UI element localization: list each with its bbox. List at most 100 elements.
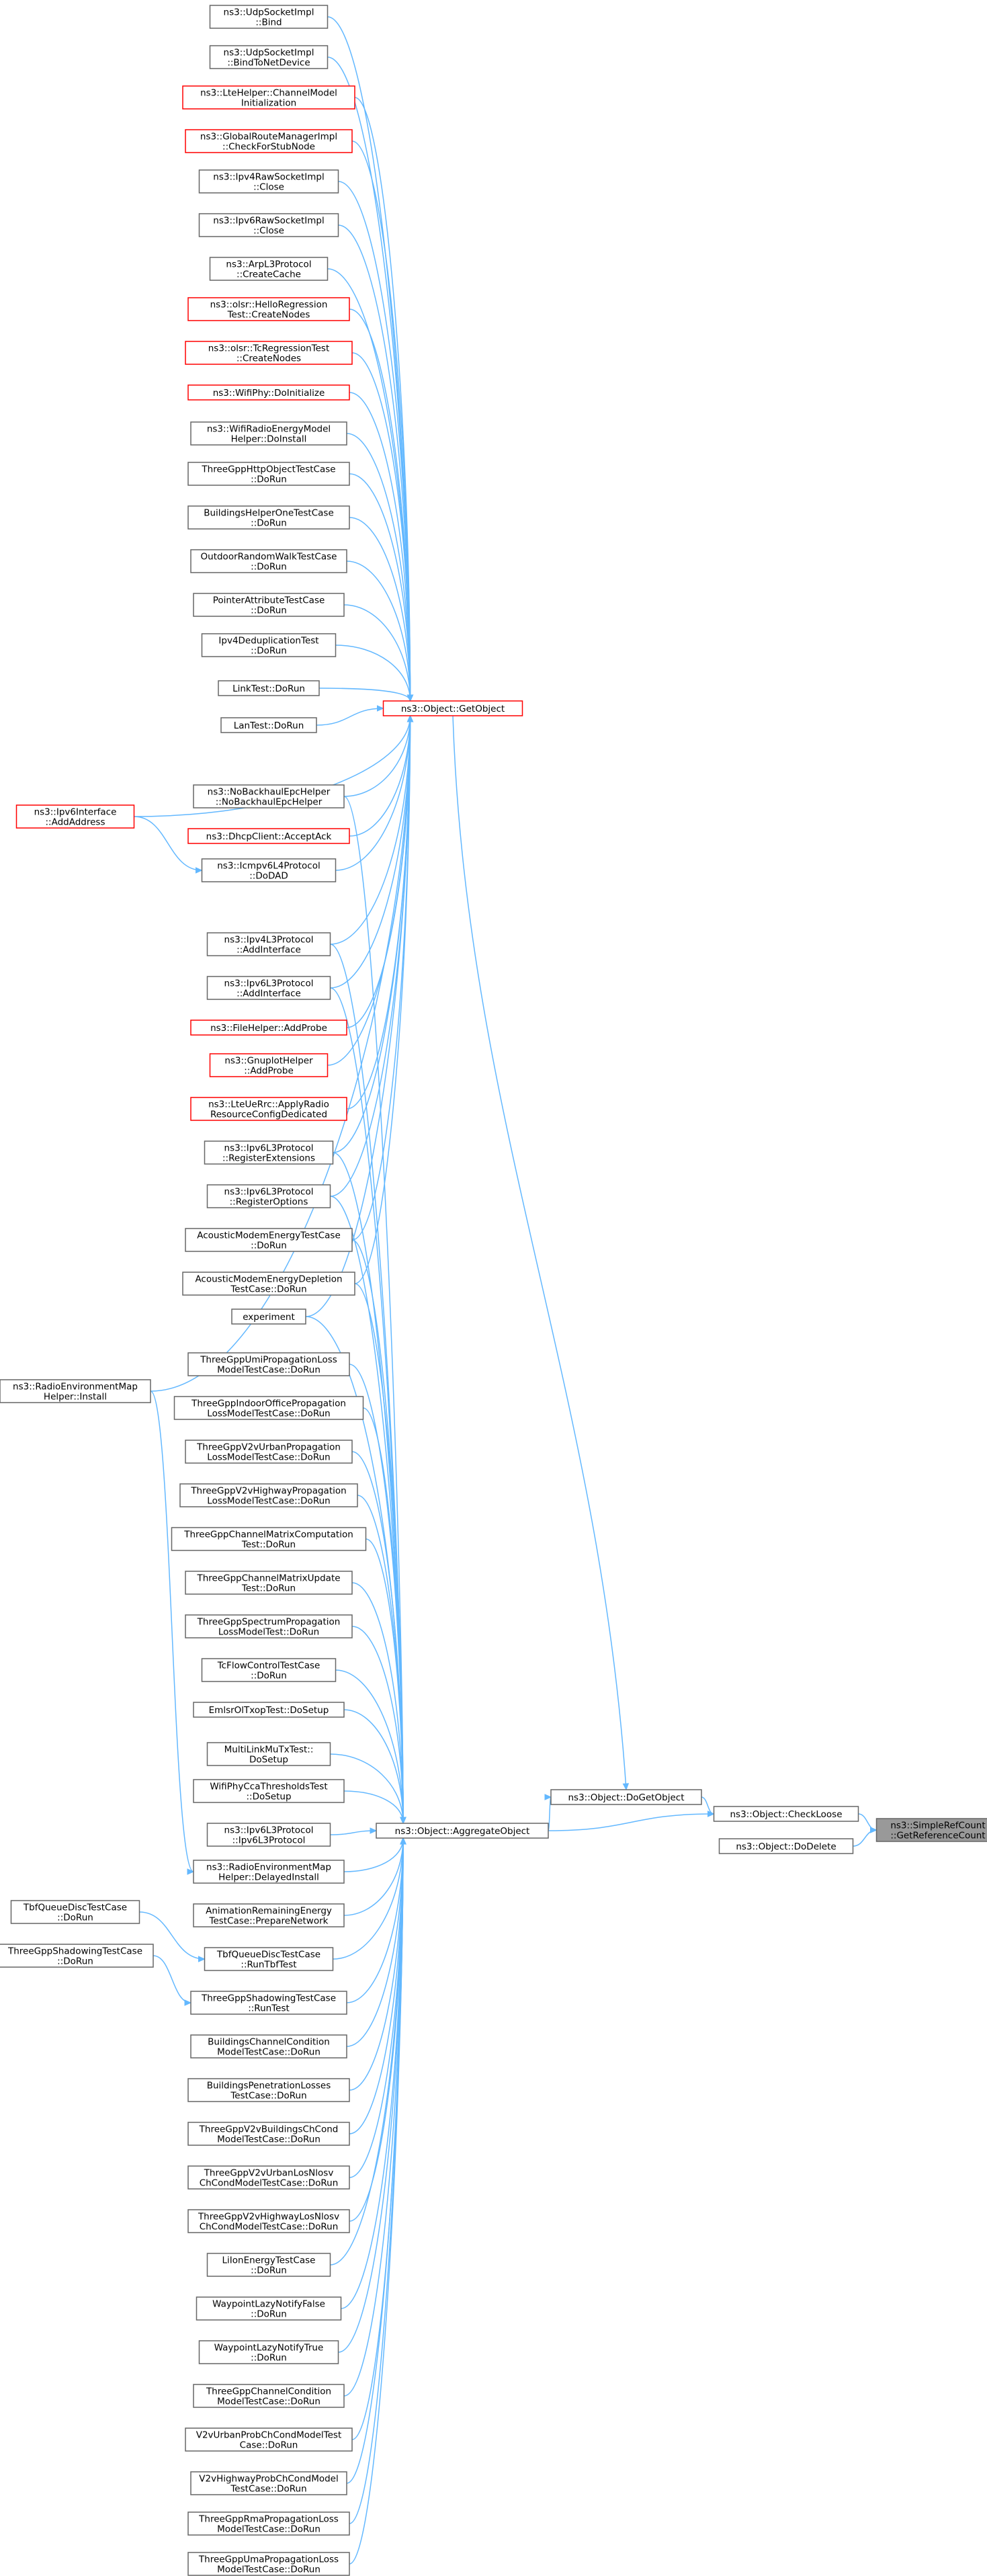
graph-node[interactable]: BuildingsHelperOneTestCase::DoRun (187, 505, 350, 530)
graph-node[interactable]: ns3::LteUeRrc::ApplyRadioResourceConfigD… (190, 1097, 347, 1121)
node-box (196, 2296, 342, 2321)
graph-node[interactable]: ThreeGppV2vBuildingsChCondModelTestCase:… (187, 2122, 350, 2146)
graph-node[interactable]: ns3::Icmpv6L4Protocol::DoDAD (201, 858, 337, 882)
graph-node[interactable]: ns3::RadioEnvironmentMapHelper::DelayedI… (193, 1860, 345, 1884)
edge (349, 392, 411, 702)
node-label: ::DoRun (251, 2266, 287, 2276)
graph-node[interactable]: ThreeGppChannelConditionModelTestCase::D… (193, 2384, 345, 2408)
node-label: V2vHighwayProbChCondModel (199, 2474, 338, 2485)
graph-node[interactable]: ThreeGppV2vHighwayLosNlosvChCondModelTes… (187, 2209, 350, 2233)
graph-node[interactable]: TbfQueueDiscTestCase::DoRun (10, 1900, 140, 1924)
graph-node[interactable]: ns3::Ipv4RawSocketImpl::Close (198, 169, 339, 194)
graph-node[interactable]: ThreeGppIndoorOfficePropagationLossModel… (173, 1396, 364, 1420)
graph-node[interactable]: experiment (231, 1308, 306, 1325)
graph-node[interactable]: ns3::Object::GetObject (382, 700, 523, 716)
graph-node[interactable]: OutdoorRandomWalkTestCase::DoRun (190, 549, 347, 573)
graph-node[interactable]: BuildingsPenetrationLossesTestCase::DoRu… (187, 2078, 350, 2102)
node-box (204, 1947, 334, 1971)
graph-node[interactable]: LiIonEnergyTestCase::DoRun (206, 2253, 331, 2277)
graph-node[interactable]: ns3::Object::AggregateObject (376, 1823, 549, 1839)
node-label: ::DoRun (251, 606, 287, 616)
node-label: ThreeGppShadowingTestCase (7, 1946, 142, 1957)
node-label: ThreeGppV2vUrbanLosNlosv (204, 2168, 334, 2179)
node-label: ::AddProbe (244, 1066, 294, 1077)
graph-node[interactable]: BuildingsChannelConditionModelTestCase::… (190, 2034, 347, 2059)
graph-node[interactable]: ThreeGppSpectrumPropagationLossModelTest… (185, 1614, 353, 1638)
graph-node[interactable]: AnimationRemainingEnergyTestCase::Prepar… (193, 1903, 345, 1927)
node-label: LinkTest::DoRun (232, 683, 305, 694)
node-box (185, 1571, 353, 1595)
node-label: ChCondModelTestCase::DoRun (200, 2178, 339, 2189)
graph-node[interactable]: ThreeGppV2vUrbanLosNlosvChCondModelTestC… (187, 2165, 350, 2190)
graph-node[interactable]: ThreeGppUmaPropagationLossModelTestCase:… (187, 2552, 350, 2576)
graph-node[interactable]: ns3::Ipv6L3Protocol::RegisterExtensions (204, 1140, 334, 1165)
graph-node[interactable]: AcousticModemEnergyDepletionTestCase::Do… (182, 1272, 355, 1296)
graph-node[interactable]: ns3::Ipv4L3Protocol::AddInterface (206, 932, 331, 956)
graph-node[interactable]: AcousticModemEnergyTestCase::DoRun (185, 1228, 353, 1252)
graph-node[interactable]: WaypointLazyNotifyTrue::DoRun (198, 2340, 339, 2364)
graph-node[interactable]: ThreeGppShadowingTestCase::DoRun (0, 1944, 154, 1968)
node-label: ThreeGppUmiPropagationLoss (200, 1355, 337, 1366)
edge-arrowhead (187, 1868, 195, 1875)
node-box (206, 1823, 331, 1847)
graph-node[interactable]: WifiPhyCcaThresholdsTest::DoSetup (193, 1779, 345, 1803)
graph-node[interactable]: ThreeGppRmaPropagationLossModelTestCase:… (187, 2511, 350, 2536)
graph-node[interactable]: WaypointLazyNotifyFalse::DoRun (196, 2296, 342, 2321)
node-label: ns3::olsr::HelloRegression (210, 300, 328, 310)
node-box (193, 1903, 345, 1927)
graph-node[interactable]: ns3::FileHelper::AddProbe (190, 1020, 347, 1036)
node-box (190, 1991, 347, 2015)
graph-node[interactable]: ns3::GnuplotHelper::AddProbe (209, 1053, 329, 1077)
edge (335, 1669, 404, 1824)
graph-node[interactable]: ThreeGppShadowingTestCase::RunTest (190, 1991, 347, 2015)
node-label: ::DoRun (251, 518, 287, 529)
graph-node[interactable]: ThreeGppV2vHighwayPropagationLossModelTe… (179, 1483, 358, 1507)
node-box (190, 2471, 347, 2495)
graph-node[interactable]: MultiLinkMuTxTest::DoSetup (206, 1742, 331, 1766)
graph-node[interactable]: ns3::Object::DoDelete (718, 1838, 854, 1854)
node-box (185, 1440, 353, 1464)
graph-node[interactable]: ThreeGppHttpObjectTestCase::DoRun (187, 462, 350, 486)
edge (333, 715, 411, 1153)
graph-node[interactable]: ns3::LteHelper::ChannelModelInitializati… (182, 85, 355, 110)
graph-node[interactable]: TcFlowControlTestCase::DoRun (201, 1658, 337, 1682)
graph-node[interactable]: ns3::ArpL3Protocol::CreateCache (209, 257, 329, 281)
graph-node[interactable]: TbfQueueDiscTestCase::RunTbfTest (204, 1947, 334, 1971)
node-label: ThreeGppV2vUrbanPropagation (196, 1442, 341, 1453)
graph-node[interactable]: ThreeGppChannelMatrixComputationTest::Do… (171, 1527, 367, 1551)
graph-node[interactable]: PointerAttributeTestCase::DoRun (193, 593, 345, 617)
graph-node[interactable]: ns3::UdpSocketImpl::BindToNetDevice (209, 45, 329, 69)
graph-node[interactable]: ns3::Ipv6RawSocketImpl::Close (198, 213, 339, 237)
graph-node[interactable]: EmlsrOlTxopTest::DoSetup (193, 1702, 345, 1718)
node-label: ns3::Ipv6L3Protocol (224, 1143, 314, 1154)
node-box (713, 1806, 859, 1822)
graph-node[interactable]: ns3::Object::DoGetObject (550, 1789, 702, 1805)
graph-node[interactable]: ns3::NoBackhaulEpcHelper::NoBackhaulEpcH… (193, 784, 345, 808)
graph-node[interactable]: ns3::Object::CheckLoose (713, 1806, 859, 1822)
graph-node[interactable]: ns3::Ipv6L3Protocol::RegisterOptions (206, 1184, 331, 1208)
graph-node[interactable]: Ipv4DeduplicationTest::DoRun (201, 633, 337, 657)
node-label: ns3::WifiPhy::DoInitialize (213, 388, 325, 399)
graph-node[interactable]: ns3::Ipv6Interface::AddAddress (15, 804, 135, 829)
graph-node[interactable]: ThreeGppUmiPropagationLossModelTestCase:… (187, 1352, 350, 1376)
graph-node[interactable]: ns3::olsr::HelloRegressionTest::CreateNo… (187, 297, 350, 321)
graph-node[interactable]: ns3::UdpSocketImpl::Bind (209, 5, 329, 29)
graph-node[interactable]: ns3::Ipv6L3Protocol::AddInterface (206, 976, 331, 1000)
graph-node[interactable]: ThreeGppV2vUrbanPropagationLossModelTest… (185, 1440, 353, 1464)
node-box (193, 784, 345, 808)
graph-node[interactable]: LinkTest::DoRun (218, 680, 320, 696)
graph-node[interactable]: ns3::GlobalRouteManagerImpl::CheckForStu… (185, 129, 353, 153)
node-label: MultiLinkMuTxTest:: (224, 1745, 314, 1755)
graph-node[interactable]: ns3::olsr::TcRegressionTest::CreateNodes (185, 341, 353, 365)
graph-node[interactable]: LanTest::DoRun (220, 717, 317, 733)
graph-node[interactable]: ns3::DhcpClient::AcceptAck (187, 828, 350, 844)
node-box (173, 1396, 364, 1420)
graph-node[interactable]: ns3::Ipv6L3Protocol::Ipv6L3Protocol (206, 1823, 331, 1847)
node-box (187, 2209, 350, 2233)
graph-node[interactable]: ns3::WifiRadioEnergyModelHelper::DoInsta… (190, 421, 347, 446)
graph-node[interactable]: ns3::WifiPhy::DoInitialize (187, 384, 350, 401)
